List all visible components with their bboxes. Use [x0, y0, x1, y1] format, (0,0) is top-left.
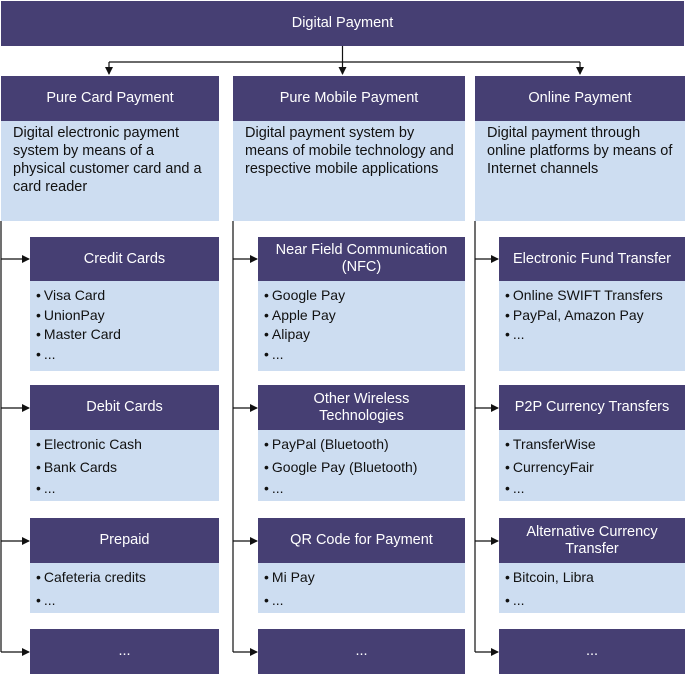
list-item: ...	[264, 591, 461, 611]
node-qr-code-list: Mi Pay ...	[258, 563, 465, 613]
column-header-online-payment: Online Payment	[475, 76, 685, 121]
list-item: Online SWIFT Transfers	[505, 286, 681, 306]
node-credit-cards-list: Visa Card UnionPay Master Card ...	[30, 281, 219, 371]
node-p2p-currency: P2P Currency Transfers	[499, 385, 685, 430]
column-header-pure-mobile-payment: Pure Mobile Payment	[233, 76, 465, 121]
column-title: Online Payment	[528, 90, 632, 106]
column-description-pure-card-payment: Digital electronic payment system by mea…	[1, 121, 219, 221]
list-item: Alipay	[264, 325, 461, 345]
list-item: Master Card	[36, 325, 215, 345]
list-item: ...	[264, 345, 461, 365]
list-item: ...	[505, 479, 681, 499]
node-electronic-fund-transfer-list: Online SWIFT Transfers PayPal, Amazon Pa…	[499, 281, 685, 371]
node-other-wireless: Other Wireless Technologies	[258, 385, 465, 430]
node-alternative-currency-list: Bitcoin, Libra ...	[499, 563, 685, 613]
node-alternative-currency: Alternative Currency Transfer	[499, 518, 685, 563]
node-debit-cards: Debit Cards	[30, 385, 219, 430]
node-nfc-list: Google Pay Apple Pay Alipay ...	[258, 281, 465, 371]
list-item: Visa Card	[36, 286, 215, 306]
node-prepaid-list: Cafeteria credits ...	[30, 563, 219, 613]
list-item: Mi Pay	[264, 568, 461, 588]
node-credit-cards: Credit Cards	[30, 237, 219, 281]
root-title: Digital Payment	[291, 15, 394, 31]
node-electronic-fund-transfer: Electronic Fund Transfer	[499, 237, 685, 281]
column-description-online-payment: Digital payment through online platforms…	[475, 121, 685, 221]
list-item: ...	[264, 479, 461, 499]
list-item: UnionPay	[36, 306, 215, 326]
node-more-card: ...	[30, 629, 219, 674]
list-item: Google Pay	[264, 286, 461, 306]
node-more-mobile: ...	[258, 629, 465, 674]
list-item: Bank Cards	[36, 458, 215, 478]
list-item: PayPal, Amazon Pay	[505, 306, 681, 326]
list-item: CurrencyFair	[505, 458, 681, 478]
node-qr-code: QR Code for Payment	[258, 518, 465, 563]
list-item: Cafeteria credits	[36, 568, 215, 588]
node-other-wireless-list: PayPal (Bluetooth) Google Pay (Bluetooth…	[258, 430, 465, 501]
list-item: ...	[505, 591, 681, 611]
list-item: Bitcoin, Libra	[505, 568, 681, 588]
root-node-digital-payment: Digital Payment	[1, 1, 684, 46]
list-item: ...	[36, 479, 215, 499]
list-item: Apple Pay	[264, 306, 461, 326]
list-item: Google Pay (Bluetooth)	[264, 458, 461, 478]
list-item: ...	[36, 345, 215, 365]
list-item: TransferWise	[505, 435, 681, 455]
list-item: Electronic Cash	[36, 435, 215, 455]
list-item: ...	[505, 325, 681, 345]
column-description-pure-mobile-payment: Digital payment system by means of mobil…	[233, 121, 465, 221]
column-header-pure-card-payment: Pure Card Payment	[1, 76, 219, 121]
node-nfc: Near Field Communication (NFC)	[258, 237, 465, 281]
node-prepaid: Prepaid	[30, 518, 219, 563]
list-item: ...	[36, 591, 215, 611]
node-more-online: ...	[499, 629, 685, 674]
node-debit-cards-list: Electronic Cash Bank Cards ...	[30, 430, 219, 501]
column-title: Pure Mobile Payment	[279, 90, 419, 106]
column-title: Pure Card Payment	[46, 90, 174, 106]
node-p2p-currency-list: TransferWise CurrencyFair ...	[499, 430, 685, 501]
list-item: PayPal (Bluetooth)	[264, 435, 461, 455]
